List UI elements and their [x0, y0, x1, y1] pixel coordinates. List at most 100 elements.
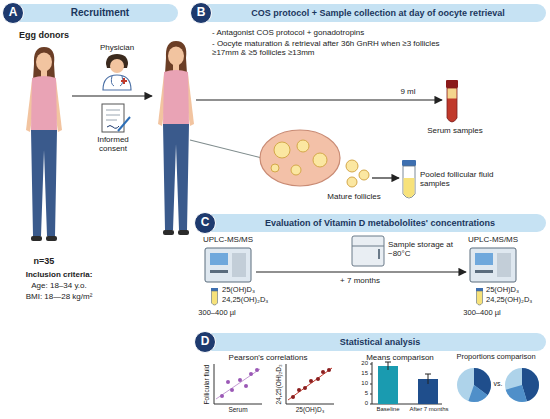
document-line — [106, 115, 120, 116]
panel-header-band: Evaluation of Vitamin D metabololites' c… — [200, 214, 546, 232]
ovary — [260, 130, 340, 186]
metabolite-label: 25(OH)D₃ — [222, 286, 284, 295]
chart-axes — [372, 362, 442, 404]
scatter-dot — [327, 368, 331, 372]
freezer-handle — [378, 249, 380, 259]
mature-follicle — [346, 160, 358, 172]
axis-label: Serum — [212, 406, 264, 413]
panel-letter: D — [195, 332, 215, 351]
scatter-dot — [220, 394, 224, 398]
scatter-dot — [321, 370, 325, 374]
follicle — [313, 153, 327, 167]
sample-tube — [477, 291, 483, 305]
machine-slot — [475, 270, 493, 273]
stethoscope — [111, 76, 122, 86]
criteria-item: Age: 18–34 y.o. — [2, 281, 116, 290]
metabolite-label: 25(OH)D₃ — [486, 286, 546, 295]
category-label: After 7 months — [404, 406, 454, 413]
instrument-label: UPLC-MS/MS — [193, 235, 263, 244]
tick — [370, 364, 372, 365]
tube-cap — [476, 288, 483, 291]
tick — [370, 394, 372, 395]
sample-label: Pooled follicular fluid samples — [420, 170, 520, 188]
panel-header-band: RecruitmentA — [8, 4, 178, 22]
pie-slice — [466, 377, 483, 394]
tick — [370, 404, 372, 405]
scatter-dot — [244, 384, 248, 388]
group-title: Egg donors — [9, 30, 79, 40]
sample-size: n=35 — [14, 256, 74, 266]
freezer-door — [352, 246, 384, 247]
scatter-dot — [255, 368, 259, 372]
egg-donor-figure — [26, 47, 62, 241]
axis-label: Follicular fluid — [203, 354, 210, 414]
protocol-step: - Antagonist COS protocol + gonadotropin… — [212, 28, 462, 37]
panel-letter: B — [191, 3, 211, 22]
serum-layer — [448, 89, 457, 99]
pie-slice — [466, 377, 483, 394]
category-label: Baseline — [370, 406, 406, 413]
storage-label: Sample storage at −80°C — [388, 240, 462, 258]
flow-arrow — [372, 177, 399, 178]
uplc-machine — [470, 248, 516, 282]
chart-title: Proportions comparison — [446, 353, 546, 362]
follicle — [271, 164, 279, 172]
metabolite-label: 24,25(OH)₂D₃ — [486, 296, 546, 305]
pie-slice — [514, 377, 531, 394]
panel-title: Evaluation of Vitamin D metabololites' c… — [218, 214, 542, 232]
duration-label: + 7 months — [320, 276, 400, 285]
scatter-dot — [226, 380, 230, 384]
follicular-fluid — [404, 178, 415, 198]
tick-label: 5 — [350, 390, 368, 397]
signature — [107, 126, 119, 129]
volume-label: 300–400 µl — [186, 309, 248, 318]
volume-label: 300–400 µl — [451, 309, 513, 318]
machine-slot — [210, 270, 228, 273]
panel-letter: C — [195, 213, 215, 232]
tube-cap — [446, 80, 458, 88]
panel-letter-badge: D — [194, 331, 216, 353]
volume-label: 9 ml — [386, 87, 430, 96]
scatter-dot — [249, 372, 253, 376]
mature-follicle — [347, 177, 357, 187]
panel-header-band: Statistical analysisD — [200, 333, 546, 351]
pie-slice — [514, 377, 531, 394]
panel-title: COS protocol + Sample collection at day … — [214, 4, 542, 22]
machine-panel — [497, 253, 511, 277]
physician-coat — [103, 75, 131, 90]
protocol-step: - Oocyte maturation & retrieval after 36… — [212, 39, 444, 57]
metabolite-label: 24,25(OH)₂D₃ — [222, 296, 284, 305]
document-label: Informed consent — [86, 135, 140, 153]
follicle — [291, 165, 301, 175]
document-line — [106, 120, 117, 121]
scatter-dot — [238, 378, 242, 382]
panel-title: Recruitment — [26, 4, 174, 22]
panel-header-band: COS protocol + Sample collection at day … — [196, 4, 546, 22]
scatter-dot — [291, 395, 295, 399]
error-bar — [385, 362, 391, 370]
pen — [118, 117, 130, 131]
tick-label: 10 — [350, 380, 368, 387]
follicle — [297, 140, 309, 152]
tube-cap — [211, 288, 218, 291]
document-line — [106, 110, 120, 111]
follicle-label: Mature follicles — [316, 192, 392, 201]
pie-chart — [505, 368, 539, 402]
machine-screen — [475, 253, 493, 265]
retrieval-donor-figure — [158, 41, 194, 235]
flow-arrow — [196, 99, 442, 100]
bar-baseline — [378, 366, 398, 404]
flow-arrow — [256, 271, 466, 272]
chart-axes — [286, 364, 334, 404]
role-label: Physician — [89, 43, 145, 52]
trend-line — [288, 368, 332, 400]
scatter-dot — [297, 388, 301, 392]
retrieval-needle — [190, 140, 262, 158]
scatter-dot — [303, 386, 307, 390]
tube-cap — [402, 160, 416, 166]
criteria-heading: Inclusion criteria: — [2, 270, 116, 279]
axis-label: 24,25(OH)₂D₃ — [275, 353, 282, 415]
machine-panel — [232, 253, 246, 277]
mature-follicle — [359, 170, 369, 180]
